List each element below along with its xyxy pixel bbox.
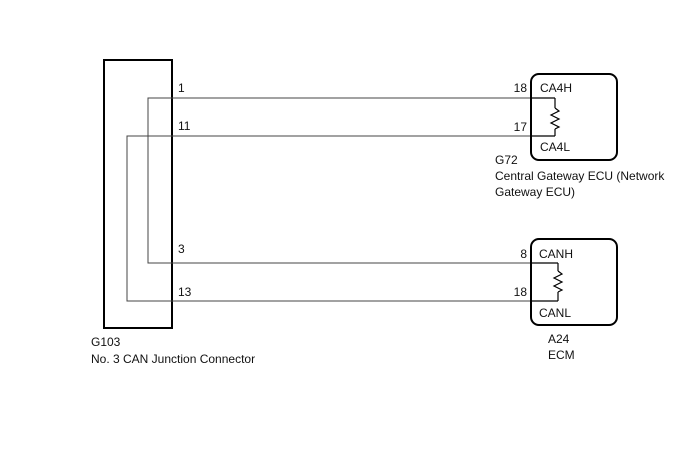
- gateway-ecu-code: G72: [495, 153, 518, 167]
- pin-label: 3: [178, 242, 185, 256]
- resistor-icon: [531, 262, 564, 302]
- gateway-ecu-name: Gateway ECU): [495, 185, 575, 199]
- pin-label: 1: [178, 81, 185, 95]
- junction-connector-box: [103, 59, 173, 329]
- resistor-icon: [531, 97, 561, 137]
- pin-label: 17: [514, 120, 528, 134]
- ecm-box: [530, 238, 618, 326]
- gateway-ecu-box: [530, 73, 618, 161]
- pin-label: 11: [178, 119, 191, 133]
- pin-label: 13: [178, 285, 192, 299]
- pin-label: 8: [520, 247, 527, 261]
- wire-can-high: [147, 97, 531, 264]
- ecm-name: ECM: [548, 348, 575, 362]
- pin-label: 18: [514, 285, 528, 299]
- pin-label: 18: [514, 81, 528, 95]
- junction-connector-name: No. 3 CAN Junction Connector: [91, 352, 255, 366]
- signal-label: CA4H: [540, 81, 572, 95]
- signal-label: CANH: [539, 247, 573, 261]
- ecm-code: A24: [548, 332, 570, 346]
- wire-can-low: [126, 135, 531, 302]
- gateway-ecu-name: Central Gateway ECU (Network: [495, 169, 665, 183]
- junction-connector-code: G103: [91, 335, 121, 349]
- signal-label: CA4L: [540, 140, 570, 154]
- signal-label: CANL: [539, 306, 571, 320]
